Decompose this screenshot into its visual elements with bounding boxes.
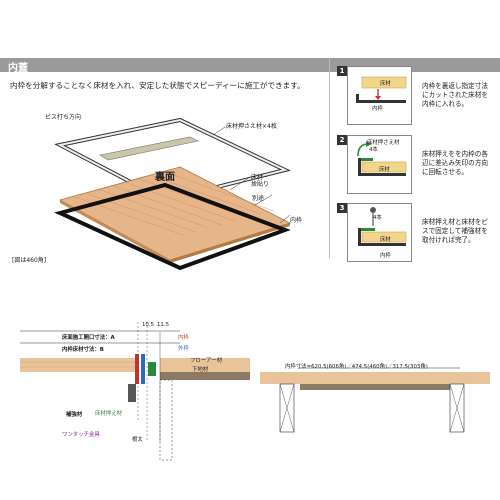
step-2-figure	[347, 135, 412, 194]
subfloor-label: 下地材	[192, 367, 209, 373]
step-3-number: 3	[337, 203, 347, 213]
step-3-text: 床材押え材と床材をビスで固定して補強材を取付ければ完了。	[422, 218, 488, 244]
frame-label: 内枠	[290, 217, 303, 224]
joist-label: 根太	[132, 437, 143, 443]
steps-panel	[329, 58, 500, 258]
one-touch-label: ワンタッチ金具	[62, 432, 100, 438]
inner-floor-dim-label: 内枠床材寸法：B	[62, 347, 104, 353]
main-assembly-figure	[54, 117, 292, 271]
step-1-number: 1	[337, 66, 347, 76]
step-3-figure	[347, 203, 412, 262]
step-1-label-frame: 内枠	[372, 106, 383, 112]
separate-label: 別途	[252, 195, 265, 202]
floor-label-2: 捨貼り	[251, 181, 270, 188]
back-side-label: 裏面	[155, 172, 175, 183]
step-2-text: 床材押えをを内枠の各辺に差込み矢印の方向に回転させる。	[422, 150, 488, 176]
step-2-label-count: 4本	[369, 147, 378, 153]
dim-10-5: 10.5	[142, 322, 155, 328]
section-detail-figure	[20, 322, 250, 461]
inner-frame	[54, 182, 291, 271]
right-detail-dims: 内枠寸法=620.5(606角)／474.5(460角)／317.5(303角)	[285, 364, 428, 370]
inner-frame-label: 内枠	[178, 335, 189, 341]
dim-11-5: 11.5	[157, 322, 170, 328]
step-3-label-count: 4本	[373, 215, 382, 221]
section-title: 内蓋	[8, 63, 28, 74]
right-detail-figure	[260, 367, 490, 433]
step-2-label-presser: 床材押さえ材	[367, 140, 400, 146]
step-3-label-floor: 床材	[380, 237, 391, 243]
reinforce-label: 補強材	[66, 412, 83, 418]
intro-text: 内枠を分解することなく床材を入れ、安定した状態でスピーディーに施工ができます。	[10, 81, 305, 90]
floor-label: 床材・	[251, 174, 270, 181]
step-2-label-floor: 床材	[379, 167, 390, 173]
step-3-label-frame: 内枠	[380, 253, 391, 259]
screw-direction-label: ビス打ち方向	[45, 114, 82, 121]
figure-note: [図は460角]	[12, 257, 47, 264]
step-1-text: 内枠を裏返し指定寸法にカットされた床材を内枠に入れる。	[422, 82, 488, 108]
outer-frame-label: 外枠	[178, 346, 189, 352]
presser-label: 床材押さえ材×4枚	[226, 123, 277, 130]
presser-strip	[99, 136, 199, 161]
presser-material-label: 床材押え材	[95, 411, 122, 417]
step-1-label-floor: 床材	[380, 81, 391, 87]
opening-dim-label: 床面施工開口寸法：A	[62, 335, 115, 341]
step-2-number: 2	[337, 135, 347, 145]
flooring-label: フローア一材	[190, 358, 223, 364]
step-1-figure	[347, 66, 412, 125]
